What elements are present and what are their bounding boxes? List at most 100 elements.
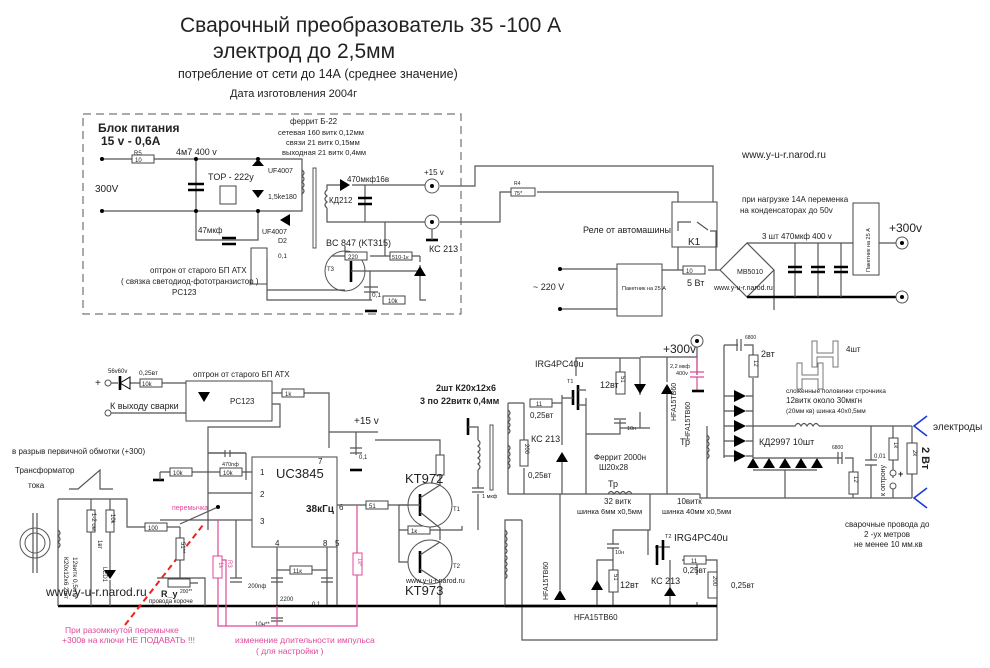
pin-7: 7 [318,457,323,466]
date-note: Дата изготовления 2004г [230,88,357,100]
cap-22-v-label: 400v [676,371,688,377]
ripple-note-2: на конденсаторах до 50v [740,206,833,215]
tr-b-label: Тр [680,437,690,447]
r-11-t2-label: 11 [691,559,698,565]
opto-note-1: оптрон от старого БП АТХ [150,266,247,275]
snub-r-b [848,471,859,495]
ct-title-1: Трансформатор [15,466,75,475]
cable-note-1: сварочные провода до [845,520,930,529]
gdt-label-1: 2шт К20х12х6 [436,383,496,393]
r-10k-a [169,467,193,477]
r-51-star-label: 51** [179,542,185,554]
winding-output: выходная 21 витк 0,4мм [282,148,366,157]
t2-igbt-label: IRG4PC40u [674,533,728,544]
electrode-positive [912,415,928,437]
choke-note-1: сложенные половинки строчника [786,388,886,395]
snubber-diode-t2 [591,580,603,590]
r-11-t2 [683,555,707,565]
consumption-note: потребление от сети до 14А (среднее знач… [178,67,458,81]
t2-igbt [655,540,665,565]
cap-10n-t2: 10н [615,550,624,556]
plus300-power: +300v [663,342,696,356]
ks213-label: КС 213 [429,244,458,254]
kd212-label: КД212 [329,196,353,205]
t2-ref: T2 [665,534,671,540]
cap-2200-label: 2200 [280,597,294,603]
r-10k-b [219,467,243,477]
hfa-label-3: HFA15TB60 [543,562,550,600]
snub-r-label: 12 [752,360,758,367]
ripple-note-1: при нагрузке 14А переменка [742,195,849,204]
r-200-t1-label: 200 [523,444,529,455]
uf4007-diode [252,159,264,166]
plus15-label: +15 v [354,416,379,427]
r-1k-drive [407,525,431,535]
electrodes-label: электроды [933,422,982,433]
ks213-zener [414,266,426,276]
uc3845-label: UC3845 [276,466,324,481]
pin-4: 4 [275,539,280,548]
r-11-t1 [529,398,553,408]
pin-1: 1 [260,468,265,477]
r-1k-opto [281,388,305,398]
r-y-note: провода короче [149,599,193,605]
r4-value: 75* [514,191,523,197]
kt973-label: KT973 [405,583,443,598]
r-10k-a-label: 10k [173,471,184,477]
cap-47u [222,236,236,246]
r4-resistor [510,187,536,197]
r-11-t1-power: 0,25вт [530,411,554,420]
gdt-label-2: 3 по 22витк 0,4мм [420,396,500,406]
ac-input-label: ~ 220 V [533,282,564,292]
psu-block-border [82,113,462,315]
r-2k-label: 2к [911,450,917,456]
snub-r-b-label: 12 [852,476,858,483]
tvs-label: 1,5ke180 [268,194,297,201]
mains-section: www.y-u-r.narod.ru R4 75* K1 Реле от авт… [440,150,922,317]
snub-r [748,354,759,378]
sec-turns: 10витк [677,497,702,506]
pin-3: 3 [260,517,265,526]
t1-ref: T1 [567,379,573,385]
freq-label: 38кГц [306,504,335,515]
psu-wires [102,158,303,241]
cap-10n-label: 10н** [255,622,270,628]
pc123-opto [185,380,273,422]
t1-igbt [571,385,580,410]
cap-01-label: 0,1 [278,253,287,260]
psu-secondary-wires [324,184,432,223]
r-1k-star [352,552,363,576]
hfa-diode-1 [661,384,673,394]
choke-note-2: 12витк около 30мкгн [786,396,862,405]
ct-core-label: К20х12х6 2шт [62,557,69,599]
weld-out-label: К выходу сварки [110,401,179,411]
zener-2 [664,587,676,596]
tvs-diode [252,190,264,198]
r-51-star [175,537,185,561]
r-200-t2-power: 0,25вт [731,581,755,590]
hfa-label-1: HFA15TB60 [671,383,678,421]
rect-diodes [734,390,823,468]
caps-note: 3 шт 470мкф 400 v [762,232,832,241]
r-y-value: 200** [180,589,192,595]
zener-2-label: КС 213 [651,576,680,586]
jumper-label: перемычка [172,505,208,512]
kd212-diode [340,179,350,191]
website-top: www.y-u-r.narod.ru [741,150,826,161]
rect-label: КД2997 10шт [759,437,814,447]
cap-200n-label: 200nф [248,584,266,590]
r-10k [382,295,406,305]
r-12w-t2: 12вт [620,580,639,590]
r-y-pot [167,578,191,588]
psu-transformer-core [312,167,317,249]
zener-56v [119,376,131,390]
r-y-label: R_y [161,589,178,599]
ct-note: в разрыв первичной обмотки (+300) [12,447,145,456]
winding-primary: сетевая 160 витк 0,12мм [278,128,364,137]
relay-label: Реле от автомашины [583,225,671,235]
electrode-negative [912,487,928,509]
out-300v-label: +300v [889,221,922,235]
uf4007-label: UF4007 [268,168,293,175]
warning-1: При разомкнутой перемычке [65,625,179,635]
current-transformer-core [19,527,51,559]
